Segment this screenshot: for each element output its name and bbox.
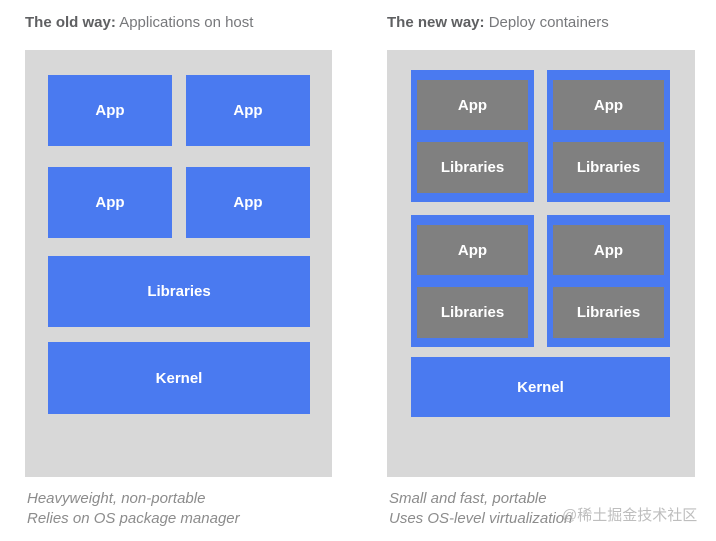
new-way-caption-line1: Small and fast, portable	[389, 490, 547, 507]
container-box: App Libraries	[547, 70, 670, 202]
new-way-title-rest: Deploy containers	[488, 14, 609, 31]
old-way-title: The old way: Applications on host	[25, 14, 253, 31]
container-app-box: App	[553, 225, 664, 275]
old-app-box: App	[186, 167, 310, 238]
container-app-box: App	[553, 80, 664, 130]
old-kernel-box: Kernel	[48, 342, 310, 414]
new-way-title: The new way: Deploy containers	[387, 14, 609, 31]
old-way-host-box: App App App App Libraries Kernel	[25, 50, 332, 477]
old-way-caption: Heavyweight, non-portable Relies on OS p…	[27, 489, 240, 528]
watermark-text: @稀土掘金技术社区	[562, 507, 698, 524]
old-libraries-box: Libraries	[48, 256, 310, 327]
container-box: App Libraries	[411, 215, 534, 347]
old-way-caption-line2: Relies on OS package manager	[27, 509, 240, 527]
new-way-title-bold: The new way:	[387, 14, 485, 31]
container-box: App Libraries	[411, 70, 534, 202]
old-app-box: App	[48, 167, 172, 238]
container-libraries-box: Libraries	[553, 287, 664, 338]
old-app-box: App	[48, 75, 172, 146]
old-way-title-bold: The old way:	[25, 14, 116, 31]
container-app-box: App	[417, 225, 528, 275]
container-box: App Libraries	[547, 215, 670, 347]
old-way-caption-line1: Heavyweight, non-portable	[27, 490, 206, 507]
new-way-caption: Small and fast, portable Uses OS-level v…	[389, 489, 572, 528]
old-app-box: App	[186, 75, 310, 146]
container-app-box: App	[417, 80, 528, 130]
new-way-host-box: App Libraries App Libraries App Librarie…	[387, 50, 695, 477]
container-libraries-box: Libraries	[417, 142, 528, 193]
new-kernel-box: Kernel	[411, 357, 670, 417]
old-way-title-rest: Applications on host	[119, 14, 254, 31]
new-way-caption-line2: Uses OS-level virtualization	[389, 509, 573, 527]
container-libraries-box: Libraries	[553, 142, 664, 193]
container-libraries-box: Libraries	[417, 287, 528, 338]
